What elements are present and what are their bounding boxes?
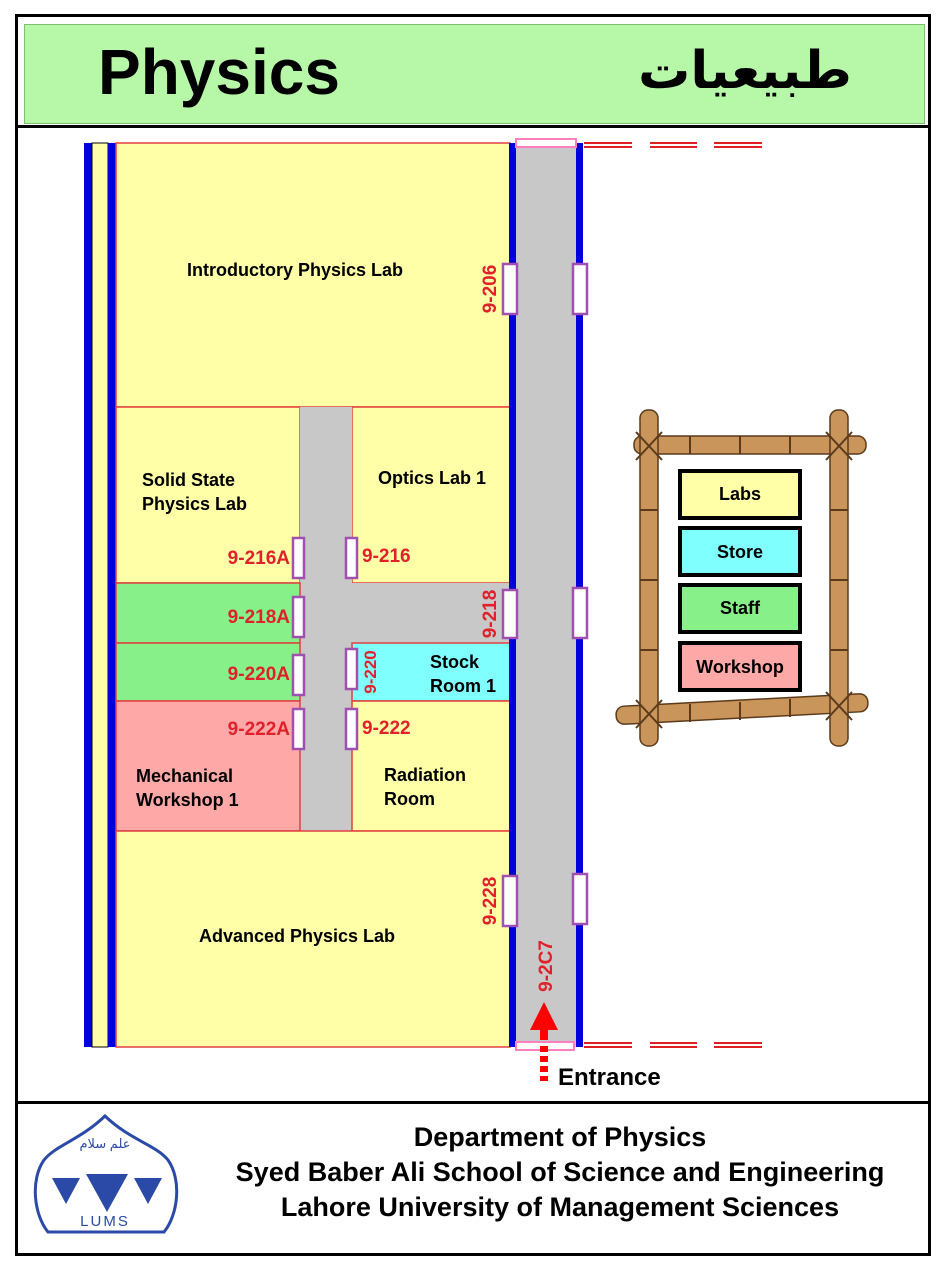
lums-logo: علم سلام LUMS: [33, 1113, 179, 1234]
entrance-label: Entrance: [558, 1064, 661, 1091]
room-number-9-222a: 9-222A: [228, 719, 291, 740]
room-number-9-206: 9-206: [480, 265, 501, 314]
label-solid-state-1: Solid State: [142, 470, 235, 490]
room-number-9-220a: 9-220A: [228, 664, 291, 685]
door-9-222: [344, 707, 359, 751]
door-9-216a: [291, 536, 306, 580]
room-mechanical-workshop: [115, 700, 301, 832]
legend-label-store: Store: [717, 542, 763, 562]
label-optics-lab: Optics Lab 1: [378, 468, 486, 488]
room-optics-lab: [351, 406, 511, 584]
door-corridor-right-3: [571, 872, 589, 926]
label-solid-state-2: Physics Lab: [142, 494, 247, 514]
label-stock-2: Room 1: [430, 676, 496, 696]
door-9-216: [344, 536, 359, 580]
door-9-222a: [291, 707, 306, 751]
legend-label-workshop: Workshop: [696, 657, 784, 677]
room-number-9-228: 9-228: [480, 877, 501, 926]
page-title: Physics: [98, 36, 340, 108]
room-radiation-room: [351, 700, 511, 832]
room-number-9-2c7: 9-2C7: [536, 940, 557, 992]
label-radiation-2: Room: [384, 789, 435, 809]
room-number-9-222: 9-222: [362, 718, 411, 739]
label-radiation-1: Radiation: [384, 765, 466, 785]
label-mech-1: Mechanical: [136, 766, 233, 786]
legend-label-staff: Staff: [720, 598, 761, 618]
legend-swatch-workshop: [678, 641, 802, 692]
footer-department: Department of Physics: [413, 1122, 707, 1152]
door-corridor-right-2: [571, 586, 589, 640]
main-corridor: [516, 143, 576, 1047]
legend-swatch-labs: [678, 469, 802, 520]
door-corridor-right-1: [571, 262, 589, 316]
page-title-urdu: طبیعیات: [638, 41, 852, 101]
footer-university: Lahore University of Management Sciences: [280, 1192, 840, 1222]
room-number-9-220: 9-220: [361, 650, 380, 693]
label-mech-2: Workshop 1: [136, 790, 239, 810]
header-divider: [15, 125, 931, 128]
door-9-218: [501, 588, 519, 640]
footer-school: Syed Baber Ali School of Science and Eng…: [235, 1157, 885, 1187]
footer-divider: [15, 1101, 931, 1104]
label-stock-1: Stock: [430, 652, 480, 672]
entrance-arrow-icon: [530, 1002, 558, 1081]
room-stock-room: [351, 642, 511, 702]
room-number-9-218: 9-218: [480, 590, 501, 639]
dashed-boundary-bottom: [584, 1042, 762, 1048]
left-wall: [84, 143, 92, 1047]
legend-swatch-store: [678, 526, 802, 577]
label-advanced-lab: Advanced Physics Lab: [199, 926, 395, 946]
room-advanced-lab: [115, 830, 511, 1048]
bamboo-frame-icon: [615, 409, 869, 747]
door-9-206: [501, 262, 519, 316]
logo-motto: علم سلام: [79, 1136, 130, 1152]
corridor-top-door: [515, 138, 577, 148]
label-introductory-lab: Introductory Physics Lab: [187, 260, 403, 280]
room-9-220a: [115, 642, 301, 702]
left-wall-2: [108, 143, 116, 1047]
left-wall-inner: [91, 142, 109, 1048]
legend-swatch-staff: [678, 583, 802, 634]
door-9-220a: [291, 653, 306, 697]
header-banner: [24, 24, 925, 124]
door-9-220: [344, 647, 359, 691]
inner-corridor-horizontal: [300, 583, 510, 643]
room-number-9-218a: 9-218A: [228, 607, 291, 628]
door-9-228: [501, 874, 519, 928]
room-number-9-216: 9-216: [362, 546, 411, 567]
dashed-boundary-top: [584, 142, 762, 148]
room-solid-state-lab: [115, 406, 301, 584]
logo-text: LUMS: [80, 1213, 130, 1230]
door-9-218a: [291, 595, 306, 639]
legend-label-labs: Labs: [719, 484, 761, 504]
room-number-9-216a: 9-216A: [228, 548, 291, 569]
room-introductory-lab: [115, 142, 511, 408]
